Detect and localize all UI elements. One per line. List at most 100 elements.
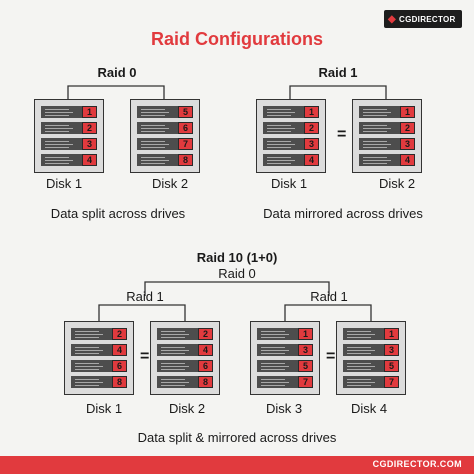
- disk-row-stripe: [45, 115, 69, 116]
- raid1-equals-sign: =: [337, 126, 347, 143]
- logo-text: CGDIRECTOR: [399, 14, 456, 24]
- disk-row-stripe: [363, 112, 391, 113]
- block-number-label: 2: [400, 122, 415, 134]
- disk-row-stripe: [363, 128, 391, 129]
- disk-block-row: 3: [257, 344, 313, 356]
- disk-block-row: 3: [263, 138, 319, 150]
- block-number-label: 4: [82, 154, 97, 166]
- disk-row-stripe: [347, 350, 375, 351]
- disk-row-stripe: [75, 350, 103, 351]
- disk-block-row: 4: [359, 154, 415, 166]
- disk-row-stripe: [141, 147, 165, 148]
- block-number-label: 2: [82, 122, 97, 134]
- disk-row-stripe: [347, 369, 371, 370]
- raid10-caption: Data split & mirrored across drives: [137, 430, 337, 445]
- disk-row-stripe: [363, 131, 387, 132]
- disk-row-stripe: [75, 379, 99, 380]
- disk-row-stripe: [267, 128, 295, 129]
- disk-row-stripe: [267, 125, 291, 126]
- disk-row-stripe: [347, 347, 371, 348]
- block-number-label: 6: [112, 360, 127, 372]
- disk-block-row: 2: [263, 122, 319, 134]
- raid1-disk-2: 1 2 3 4: [352, 99, 422, 173]
- disk-block-row: 3: [359, 138, 415, 150]
- block-number-label: 2: [304, 122, 319, 134]
- disk-block-row: 1: [263, 106, 319, 118]
- disk-block-row: 5: [257, 360, 313, 372]
- raid10-left-equals-sign: =: [140, 348, 150, 365]
- disk-row-stripe: [347, 337, 371, 338]
- disk-row-stripe: [261, 353, 285, 354]
- raid10-left-group-label: Raid 1: [126, 289, 164, 304]
- raid1-connector: [289, 85, 387, 99]
- disk-block-row: 1: [41, 106, 97, 118]
- disk-block-row: 5: [343, 360, 399, 372]
- disk-row-stripe: [267, 115, 291, 116]
- disk-row-stripe: [161, 382, 189, 383]
- raid10-left-connector: [98, 304, 186, 321]
- disk-row-stripe: [75, 334, 103, 335]
- disk-row-stripe: [141, 141, 165, 142]
- disk-row-stripe: [261, 347, 285, 348]
- raid10-top-connector: [144, 281, 330, 296]
- disk-row-stripe: [45, 128, 73, 129]
- disk-block-row: 6: [71, 360, 127, 372]
- disk-row-stripe: [161, 369, 185, 370]
- block-number-label: 2: [198, 328, 213, 340]
- block-number-label: 7: [384, 376, 399, 388]
- disk-row-stripe: [347, 331, 371, 332]
- disk-block-row: 4: [263, 154, 319, 166]
- disk-row-stripe: [161, 337, 185, 338]
- disk-row-stripe: [141, 131, 165, 132]
- raid10-sublabel: Raid 0: [218, 266, 256, 281]
- disk-row-stripe: [267, 147, 291, 148]
- block-number-label: 3: [298, 344, 313, 356]
- disk-row-stripe: [363, 157, 387, 158]
- disk-row-stripe: [45, 112, 73, 113]
- raid1-caption: Data mirrored across drives: [263, 206, 423, 221]
- disk-row-stripe: [45, 160, 73, 161]
- disk-block-row: 4: [71, 344, 127, 356]
- raid10-disk-1-label: Disk 1: [85, 401, 123, 416]
- block-number-label: 4: [112, 344, 127, 356]
- disk-block-row: 6: [137, 122, 193, 134]
- disk-row-stripe: [363, 144, 391, 145]
- disk-row-stripe: [161, 350, 189, 351]
- raid0-disk-2-label: Disk 2: [151, 176, 189, 191]
- block-number-label: 7: [298, 376, 313, 388]
- disk-row-stripe: [141, 112, 169, 113]
- disk-row-stripe: [261, 385, 285, 386]
- disk-row-stripe: [267, 160, 295, 161]
- disk-row-stripe: [45, 163, 69, 164]
- disk-row-stripe: [261, 334, 289, 335]
- disk-block-row: 2: [71, 328, 127, 340]
- disk-row-stripe: [75, 369, 99, 370]
- disk-row-stripe: [75, 366, 103, 367]
- block-number-label: 3: [82, 138, 97, 150]
- raid10-right-connector: [284, 304, 372, 321]
- block-number-label: 6: [178, 122, 193, 134]
- disk-row-stripe: [141, 163, 165, 164]
- page-title: Raid Configurations: [151, 29, 323, 49]
- raid10-right-equals-sign: =: [326, 348, 336, 365]
- disk-row-stripe: [141, 160, 169, 161]
- disk-row-stripe: [45, 125, 69, 126]
- block-number-label: 6: [198, 360, 213, 372]
- disk-row-stripe: [45, 157, 69, 158]
- disk-block-row: 7: [137, 138, 193, 150]
- raid1-disk-1: 1 2 3 4: [256, 99, 326, 173]
- footer-bar: CGDIRECTOR.COM: [0, 456, 474, 474]
- disk-row-stripe: [347, 353, 371, 354]
- disk-row-stripe: [261, 337, 285, 338]
- disk-row-stripe: [161, 363, 185, 364]
- block-number-label: 4: [400, 154, 415, 166]
- raid10-disk-3-label: Disk 3: [265, 401, 303, 416]
- block-number-label: 4: [304, 154, 319, 166]
- block-number-label: 4: [198, 344, 213, 356]
- block-number-label: 1: [400, 106, 415, 118]
